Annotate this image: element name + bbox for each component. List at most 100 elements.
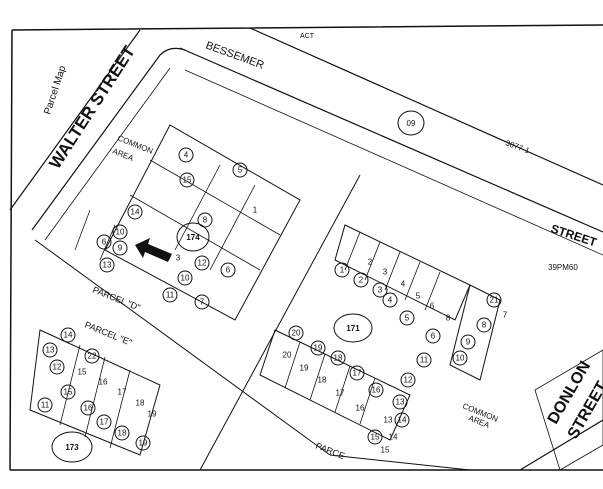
bessemer-street-label: BESSEMER: [204, 40, 266, 72]
lot-number: 20: [283, 351, 292, 360]
lot-circle: [353, 272, 369, 288]
lot-circle: [179, 172, 195, 188]
lot-number: 12: [404, 376, 413, 385]
lot-number: 6: [430, 302, 435, 311]
lot-number: 15: [381, 446, 390, 455]
lot-number: 15: [78, 368, 87, 377]
lot-number: 19: [139, 439, 148, 448]
lot-circle: [367, 429, 383, 445]
parcel-d-label: PARCEL "D": [91, 285, 141, 313]
lot-number: 5: [416, 292, 421, 301]
lot-number: 8: [446, 314, 451, 323]
block-173-number: 173: [65, 443, 79, 452]
lot-circle: [220, 262, 236, 278]
lot-circle: [452, 350, 468, 366]
lot-number: 21: [490, 296, 499, 305]
ref-code-3077: 3077-1: [504, 138, 531, 155]
lot-circle: [49, 359, 65, 375]
lot-number: 9: [466, 338, 471, 347]
block-171-badge: 171: [333, 313, 373, 343]
lot-number: 19: [314, 344, 323, 353]
lot-number: 11: [420, 356, 429, 365]
lot-circle: [112, 224, 128, 240]
lot-number: 22: [88, 352, 97, 361]
lot-circle: [310, 340, 326, 356]
lot-number: 18: [318, 376, 327, 385]
lot-number: 19: [148, 410, 157, 419]
lot-number: 12: [53, 363, 62, 372]
block-09-number: 09: [407, 119, 416, 128]
lot-number: 17: [353, 369, 362, 378]
lot-number: 16: [372, 386, 381, 395]
lot-number: 3: [378, 286, 383, 295]
lot-number: 10: [116, 228, 125, 237]
lot-number: 14: [398, 416, 407, 425]
lot-circle: [416, 352, 432, 368]
lot-circle: [37, 397, 53, 413]
lot-circle: [60, 327, 76, 343]
lot-circle: [99, 257, 115, 273]
lot-number: 11: [41, 401, 50, 410]
lot-number: 18: [136, 399, 145, 408]
lot-circle: [42, 342, 58, 358]
lot-number: 1: [340, 266, 345, 275]
lot-number: 8: [482, 321, 487, 330]
lot-number: 17: [100, 418, 109, 427]
block-171-lots: [259, 224, 501, 441]
lot-number: 10: [181, 274, 190, 283]
lot-circle: [476, 317, 492, 333]
lot-circle: [112, 240, 128, 256]
street-right-label: STREET: [549, 222, 599, 250]
lot-number: 6: [431, 332, 436, 341]
lot-number: 13: [396, 398, 405, 407]
walter-street-road: [9, 29, 186, 241]
lot-number: 12: [198, 259, 207, 268]
lot-circle: [392, 394, 408, 410]
lot-circle: [486, 292, 502, 308]
lot-number: 11: [166, 291, 175, 300]
lot-number: 7: [200, 298, 205, 307]
lot-number: 13: [103, 261, 112, 270]
lot-number: 5: [405, 314, 410, 323]
ref-code-39pm60: 39PM60: [548, 263, 578, 272]
lot-number: 14: [131, 208, 140, 217]
block-174-number: 174: [186, 233, 200, 242]
block-09-badge: 09: [397, 110, 425, 136]
lot-circle: [382, 292, 398, 308]
lot-number: 16: [84, 404, 93, 413]
lot-number: 18: [334, 354, 343, 363]
lot-circle: [399, 310, 415, 326]
lot-circle: [400, 372, 416, 388]
lot-circle: [178, 147, 194, 163]
bessemer-street-road: [179, 27, 603, 256]
lot-number: 17: [336, 389, 345, 398]
lot-number: 16: [356, 404, 365, 413]
parcel-bottom-label: PARCE: [314, 441, 346, 462]
lot-circle: [197, 212, 213, 228]
block-171-number: 171: [346, 324, 360, 333]
lot-number: 3: [176, 254, 181, 263]
parcel-e-label: PARCEL "E": [83, 320, 133, 348]
lot-circle: [330, 350, 346, 366]
lot-circle: [460, 334, 476, 350]
lot-number: 2: [359, 276, 364, 285]
lot-circle: [96, 234, 112, 250]
lot-circle: [162, 287, 178, 303]
subject-parcel-arrow: [135, 238, 172, 262]
lot-circle: [135, 435, 151, 451]
sheet-border: [9, 24, 603, 471]
lot-number: 10: [456, 354, 465, 363]
block-174-lots: [74, 124, 301, 321]
lot-number: 2: [368, 258, 373, 267]
lot-circle: [394, 412, 410, 428]
lot-number: 4: [388, 296, 393, 305]
